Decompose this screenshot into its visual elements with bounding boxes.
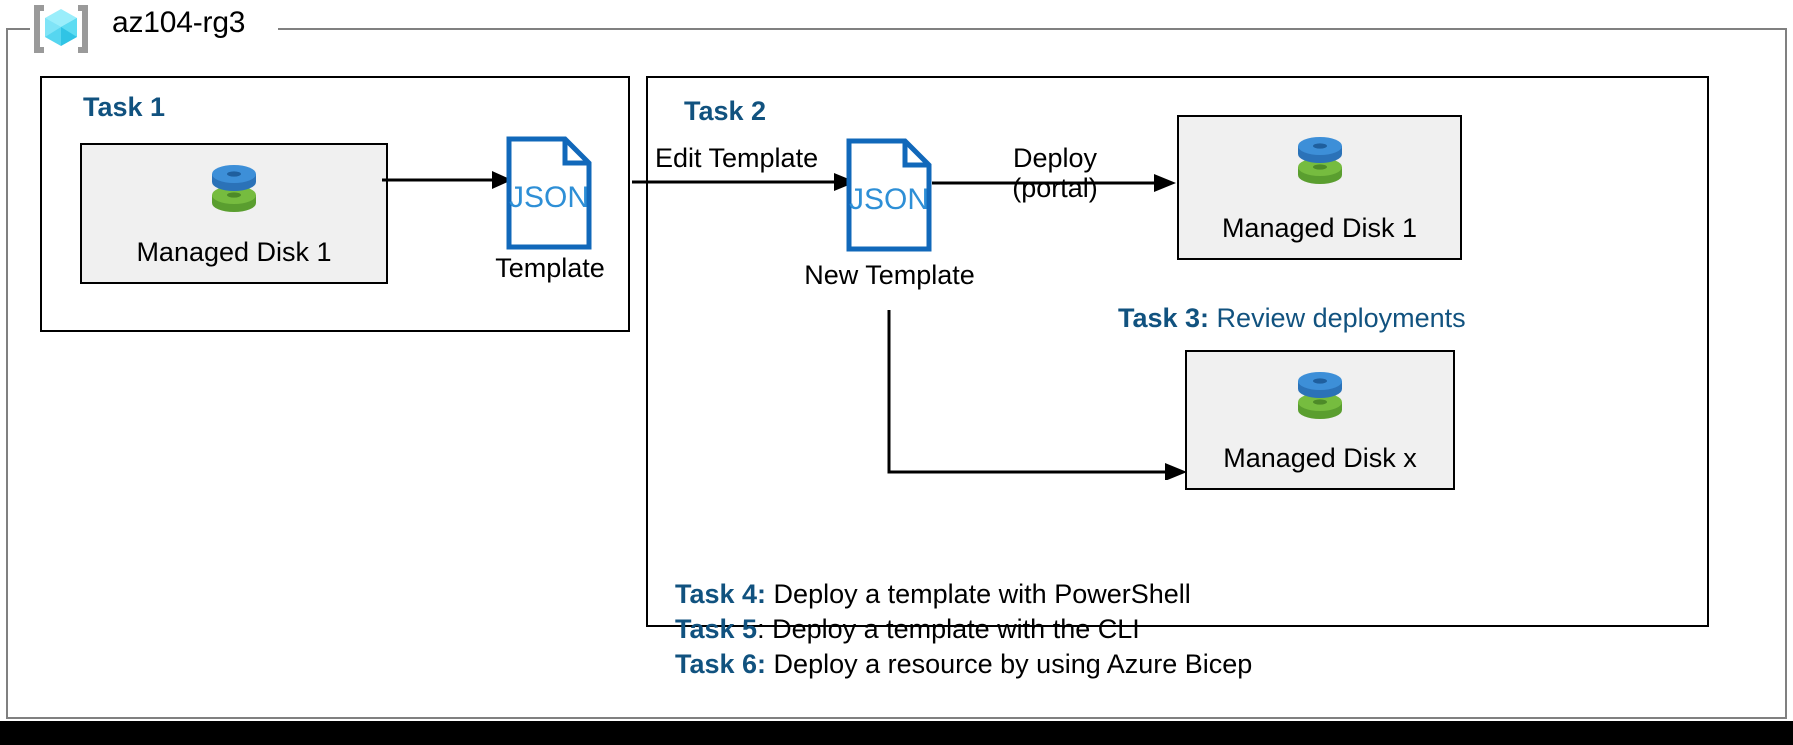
managed-disk-icon bbox=[1289, 366, 1351, 424]
task-5-note: Task 5: Deploy a template with the CLI bbox=[675, 614, 1140, 645]
task-6-note-key: Task 6: bbox=[675, 649, 767, 679]
managed-disk-icon bbox=[1289, 131, 1351, 189]
svg-text:JSON: JSON bbox=[849, 183, 929, 216]
edge-label-deploy-portal: Deploy (portal) bbox=[962, 143, 1148, 203]
resource-card-managed-disk-1: Managed Disk 1 bbox=[80, 143, 388, 284]
resource-card-managed-disk-x: Managed Disk x bbox=[1185, 350, 1455, 490]
arrow-edit-template bbox=[632, 173, 856, 191]
task-4-note: Task 4: Deploy a template with PowerShel… bbox=[675, 579, 1191, 610]
arrow-deploy-portal bbox=[932, 174, 1176, 192]
arrow-deploy-to-managed-disk-x bbox=[887, 310, 1187, 480]
json-document-icon-new-template: JSON bbox=[845, 137, 933, 253]
resource-group-frame-top-right bbox=[278, 28, 1787, 30]
task-3-note-text: Review deployments bbox=[1209, 303, 1466, 333]
task-5-note-key: Task 5 bbox=[675, 614, 758, 644]
deploy-label-line-1: Deploy bbox=[1012, 143, 1098, 173]
template-caption: Template bbox=[495, 253, 605, 283]
task-4-note-key: Task 4: bbox=[675, 579, 767, 609]
task-6-note: Task 6: Deploy a resource by using Azure… bbox=[675, 649, 1252, 680]
task-1-heading: Task 1 bbox=[83, 92, 166, 122]
resource-card-label: Managed Disk 1 bbox=[1221, 213, 1418, 243]
task-2-container bbox=[646, 76, 1709, 627]
task-1-container bbox=[40, 76, 630, 332]
task-2-heading: Task 2 bbox=[684, 96, 767, 126]
resource-group-frame-top-left bbox=[6, 28, 30, 30]
task-4-note-text: Deploy a template with PowerShell bbox=[766, 579, 1191, 609]
new-template-caption: New Template bbox=[804, 260, 975, 290]
resource-group-frame-bottom bbox=[6, 717, 1787, 719]
resource-card-label: Managed Disk x bbox=[1223, 443, 1417, 473]
svg-text:JSON: JSON bbox=[509, 181, 589, 214]
task-5-note-text: : Deploy a template with the CLI bbox=[757, 614, 1140, 644]
resource-group-title: az104-rg3 bbox=[112, 6, 246, 39]
managed-disk-icon bbox=[203, 159, 265, 217]
resource-card-deployed-managed-disk-1: Managed Disk 1 bbox=[1177, 115, 1462, 260]
arrow-disk-to-template bbox=[382, 171, 512, 189]
bottom-black-band bbox=[0, 721, 1793, 745]
edge-label-edit-template: Edit Template bbox=[655, 143, 819, 173]
task-3-note-key: Task 3: bbox=[1118, 303, 1210, 333]
json-document-icon-template: JSON bbox=[505, 135, 593, 251]
resource-group-frame-left bbox=[6, 28, 8, 719]
resource-card-label: Managed Disk 1 bbox=[136, 237, 332, 267]
task-6-note-text: Deploy a resource by using Azure Bicep bbox=[766, 649, 1253, 679]
deploy-label-line-2: (portal) bbox=[1012, 173, 1098, 204]
resource-group-frame-right bbox=[1785, 28, 1787, 719]
resource-group-cube-icon bbox=[30, 2, 92, 56]
task-3-note: Task 3: Review deployments bbox=[1118, 303, 1466, 334]
